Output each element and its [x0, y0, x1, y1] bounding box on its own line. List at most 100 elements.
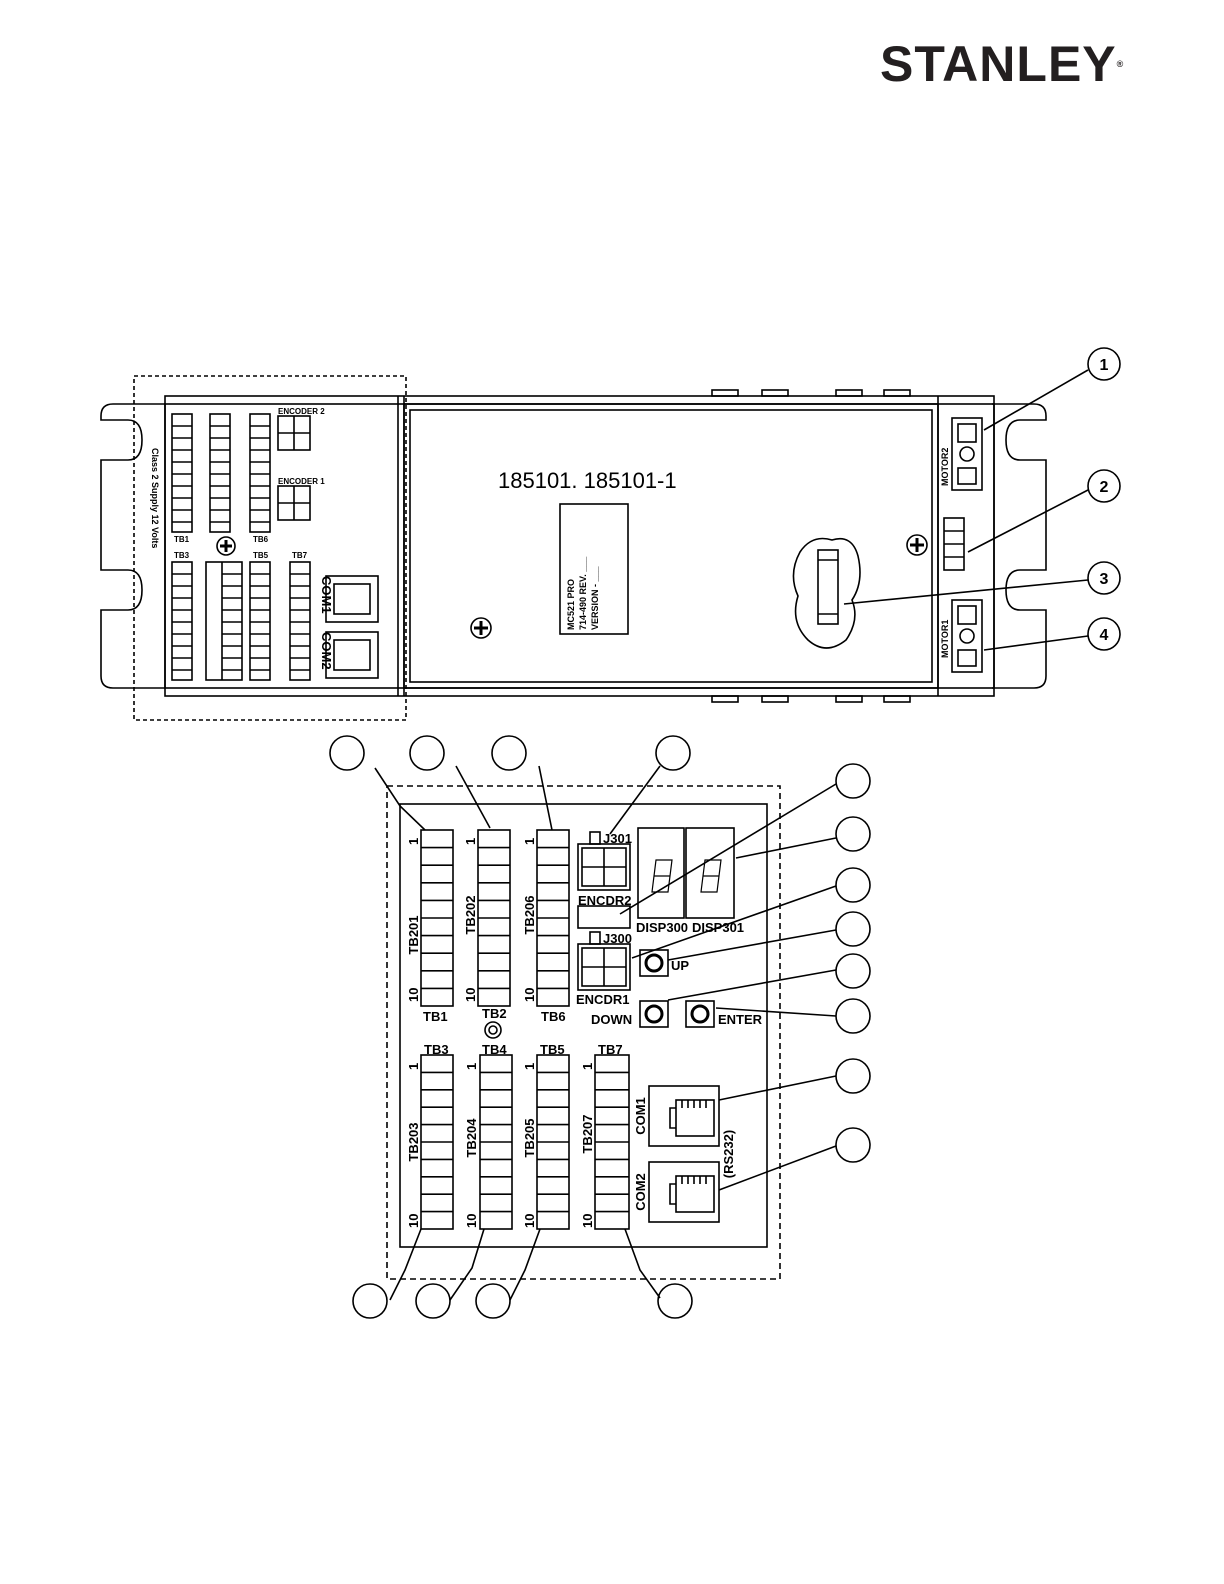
- detail-region-outline: [133, 375, 407, 721]
- tb1-label-overview: TB1: [174, 535, 190, 544]
- leader-tb203: [389, 1228, 422, 1301]
- terminal-block-tb206: [536, 829, 570, 1007]
- tb6-label-overview: TB6: [253, 535, 269, 544]
- tb204-pin-first: 1: [464, 1063, 479, 1070]
- up-label: UP: [671, 958, 689, 973]
- tb3-label: TB3: [424, 1042, 449, 1057]
- callout-2-leader: [967, 489, 1089, 553]
- terminal-block-tb207: [594, 1054, 630, 1230]
- terminal-block-tb202: [477, 829, 511, 1007]
- callout-3-circle: [1087, 561, 1121, 595]
- tb7-label-overview: TB7: [292, 551, 308, 560]
- housing-tabs: [711, 389, 911, 703]
- leader-tb205: [509, 1228, 541, 1301]
- leader-tb206: [538, 765, 553, 831]
- down-button: [639, 1000, 669, 1028]
- tb207-name: TB207: [580, 1114, 595, 1153]
- encoder2-label: ENCODER 2: [278, 407, 325, 416]
- registered-mark: ®: [1116, 59, 1124, 69]
- tb203-pin-first: 1: [406, 1063, 421, 1070]
- motor-aux-connector: [943, 517, 965, 571]
- tb205-pin-first: 1: [522, 1063, 537, 1070]
- encdr2-blank-plate: [577, 905, 631, 929]
- callout-1-number: 1: [1100, 357, 1109, 374]
- supply-label: Class 2 Supply 12 Volts: [150, 448, 160, 548]
- fuse-cutout: [792, 537, 861, 649]
- leader-tb207: [624, 1228, 661, 1299]
- tb205-name: TB205: [522, 1118, 537, 1157]
- rs232-label: (RS232): [721, 1130, 736, 1178]
- callout-circle-empty: [352, 1283, 388, 1319]
- tb5-label: TB5: [540, 1042, 565, 1057]
- tb203-pin-last: 10: [406, 1214, 421, 1228]
- encoder-connector-j300: [577, 931, 631, 991]
- detail-figure: [329, 735, 871, 1319]
- overview-figure: [100, 347, 1121, 721]
- callout-circle-empty: [835, 763, 871, 799]
- callout-circle-empty: [329, 735, 365, 771]
- callout-circle-empty: [835, 867, 871, 903]
- detail-board: [399, 803, 768, 1248]
- encdr2-label: ENCDR2: [578, 893, 631, 908]
- leader-down: [667, 969, 837, 1001]
- tb207-pin-last: 10: [580, 1214, 595, 1228]
- leader-tb202: [455, 765, 491, 829]
- encdr1-label: ENCDR1: [576, 992, 629, 1007]
- tb204-pin-last: 10: [464, 1214, 479, 1228]
- tb3-label-overview: TB3: [174, 551, 190, 560]
- left-flange: [100, 403, 165, 689]
- callout-circle-empty: [835, 816, 871, 852]
- callout-circle-empty: [835, 998, 871, 1034]
- tb7-label: TB7: [598, 1042, 623, 1057]
- tb202-pin-first: 1: [463, 838, 478, 845]
- board-label-line-2: 714-490 REV. ___: [578, 556, 588, 630]
- overview-terminal-strips: [171, 413, 311, 681]
- leader-enter: [715, 1007, 837, 1017]
- com2-label: COM2: [633, 1173, 648, 1211]
- terminal-block-tb205: [536, 1054, 570, 1230]
- com1-jack-overview: [325, 575, 379, 623]
- display-disp301: [685, 827, 735, 919]
- screw-overview-center: [470, 617, 492, 639]
- com2-label-overview: COM2: [319, 632, 334, 670]
- callout-3-number: 3: [1100, 571, 1109, 588]
- enter-label: ENTER: [718, 1012, 763, 1027]
- j301-label: J301: [603, 831, 632, 846]
- com1-label-overview: COM1: [319, 576, 334, 614]
- tb202-name: TB202: [463, 895, 478, 934]
- tb6-label: TB6: [541, 1009, 566, 1024]
- tb4-label: TB4: [482, 1042, 507, 1057]
- disp301-label: DISP301: [692, 920, 744, 935]
- com2-jack-overview: [325, 631, 379, 679]
- terminal-block-tb204: [479, 1054, 513, 1230]
- tb205-pin-last: 10: [522, 1214, 537, 1228]
- callout-circle-empty: [835, 911, 871, 947]
- callout-circle-empty: [835, 953, 871, 989]
- stanley-logo: STANLEY®: [880, 36, 1170, 92]
- callout-3-leader: [843, 579, 1089, 605]
- board-label-line-1: MC521 PRO: [566, 579, 576, 630]
- logo-text: STANLEY: [880, 36, 1117, 92]
- callout-2-circle: [1087, 469, 1121, 503]
- leader-j300: [631, 885, 837, 959]
- com1-jack: [648, 1085, 720, 1147]
- encoder-connector-j301: [577, 831, 631, 891]
- callout-4-number: 4: [1100, 627, 1109, 644]
- tb204-name: TB204: [464, 1118, 479, 1158]
- callout-circle-empty: [655, 735, 691, 771]
- leader-encdr2: [619, 783, 837, 915]
- tb2-label: TB2: [482, 1006, 507, 1021]
- fuse: [817, 549, 839, 625]
- detail-outline: [386, 785, 781, 1280]
- tb5-label-overview: TB5: [253, 551, 269, 560]
- com2-jack: [648, 1161, 720, 1223]
- leader-displays: [735, 837, 837, 859]
- leader-up: [667, 929, 837, 961]
- leader-com2: [718, 1145, 837, 1191]
- callout-4-leader: [983, 635, 1089, 651]
- tb206-name: TB206: [522, 895, 537, 934]
- down-label: DOWN: [591, 1012, 632, 1027]
- callout-circle-empty: [657, 1283, 693, 1319]
- callout-1-leader: [983, 369, 1089, 431]
